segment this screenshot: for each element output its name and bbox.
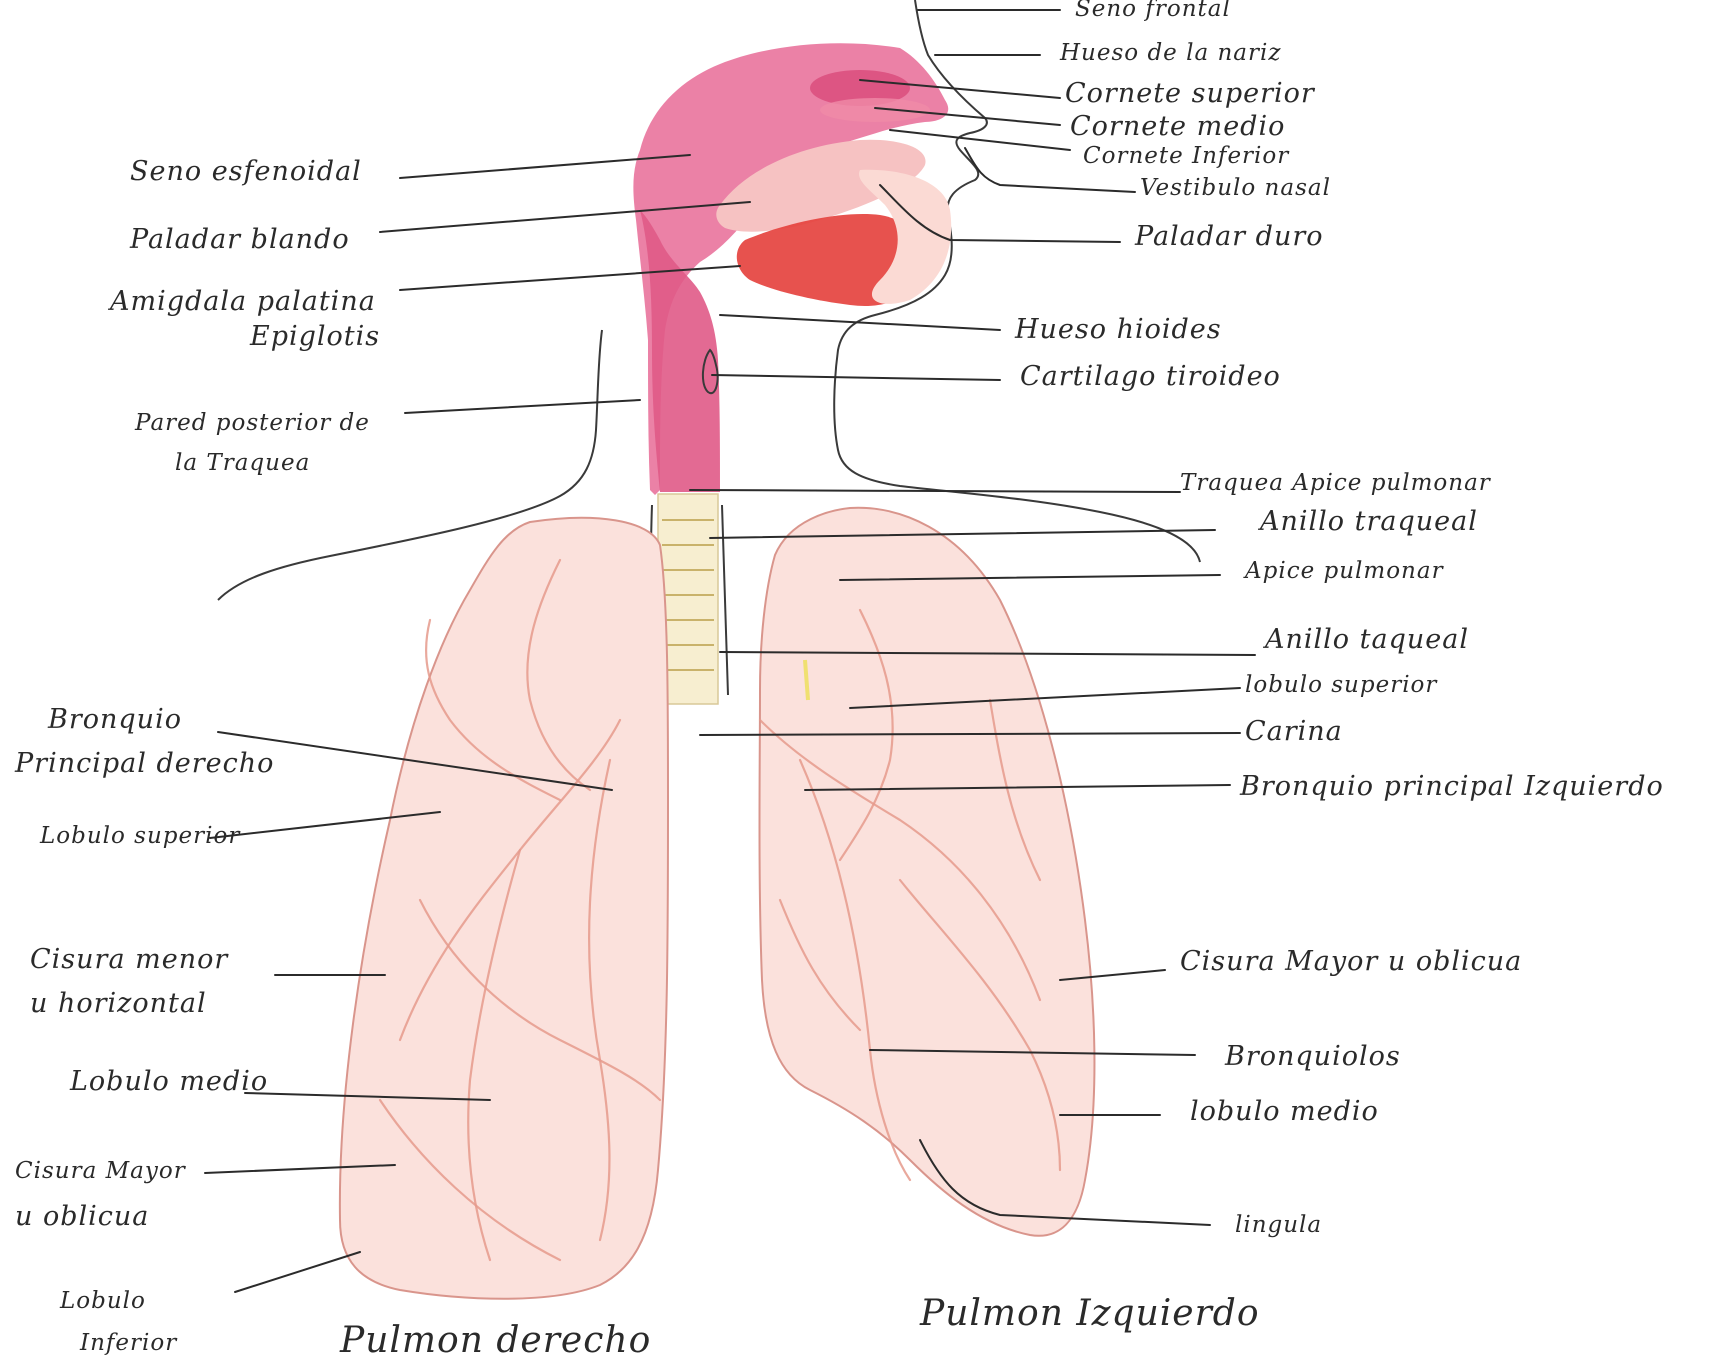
left-lung — [760, 508, 1095, 1236]
label-seno-frontal: Seno frontal — [1075, 0, 1231, 22]
label-paladar-duro: Paladar duro — [1134, 221, 1324, 252]
label-lobulo-superior-izq: lobulo superior — [1245, 672, 1438, 698]
label-amigdala-palatina: Amigdala palatina — [107, 286, 376, 317]
label-lingula: lingula — [1235, 1212, 1322, 1238]
label-epiglotis: Epiglotis — [249, 321, 380, 352]
label-apice-pulmonar: Apice pulmonar — [1243, 558, 1445, 584]
label-bronquio-der-line1: Bronquio — [47, 704, 182, 735]
labels-right: Seno frontal Hueso de la nariz Cornete s… — [1014, 0, 1664, 1238]
label-cornete-inferior: Cornete Inferior — [1083, 143, 1290, 169]
label-lobulo-medio-der: Lobulo medio — [69, 1066, 268, 1097]
label-lobulo-inferior-line2: Inferior — [79, 1330, 178, 1356]
caption-right-lung: Pulmon derecho — [339, 1320, 651, 1361]
label-cartilago-tiroideo: Cartilago tiroideo — [1020, 361, 1281, 392]
right-lung — [340, 518, 668, 1299]
label-cornete-superior: Cornete superior — [1065, 78, 1316, 109]
label-carina: Carina — [1245, 716, 1343, 747]
label-anillo-traqueal-1: Anillo traqueal — [1257, 506, 1478, 537]
label-bronquiolos: Bronquiolos — [1224, 1041, 1401, 1072]
label-lobulo-superior-der: Lobulo superior — [39, 823, 241, 849]
label-cisura-mayor-der-line2: u oblicua — [15, 1201, 149, 1232]
label-cisura-menor-line1: Cisura menor — [30, 944, 229, 975]
label-lobulo-medio-izq: lobulo medio — [1190, 1096, 1379, 1127]
label-bronquio-izq: Bronquio principal Izquierdo — [1239, 771, 1664, 802]
label-traquea-apice: Traquea Apice pulmonar — [1180, 470, 1492, 496]
label-pared-posterior-line2: la Traquea — [175, 450, 310, 476]
label-pared-posterior-line1: Pared posterior de — [134, 410, 370, 436]
label-bronquio-der-line2: Principal derecho — [14, 748, 274, 779]
label-anillo-traqueal-2: Anillo taqueal — [1262, 624, 1469, 655]
label-lobulo-inferior-line1: Lobulo — [59, 1288, 146, 1314]
label-cisura-menor-line2: u horizontal — [30, 988, 207, 1019]
label-vestibulo-nasal: Vestibulo nasal — [1140, 175, 1331, 201]
label-seno-esfenoidal: Seno esfenoidal — [130, 156, 362, 187]
label-cornete-medio: Cornete medio — [1070, 111, 1285, 142]
label-cisura-mayor-der-line1: Cisura Mayor — [15, 1158, 187, 1184]
label-cisura-mayor-izq: Cisura Mayor u oblicua — [1180, 946, 1522, 977]
label-hueso-nariz: Hueso de la nariz — [1059, 40, 1281, 66]
cornete-medio-shape — [820, 98, 930, 122]
label-paladar-blando: Paladar blando — [129, 224, 350, 255]
captions: Pulmon derecho Pulmon Izquierdo — [339, 1293, 1260, 1361]
caption-left-lung: Pulmon Izquierdo — [919, 1293, 1260, 1334]
labels-left: Seno esfenoidal Paladar blando Amigdala … — [14, 156, 380, 1356]
label-hueso-hioides: Hueso hioides — [1014, 314, 1222, 345]
